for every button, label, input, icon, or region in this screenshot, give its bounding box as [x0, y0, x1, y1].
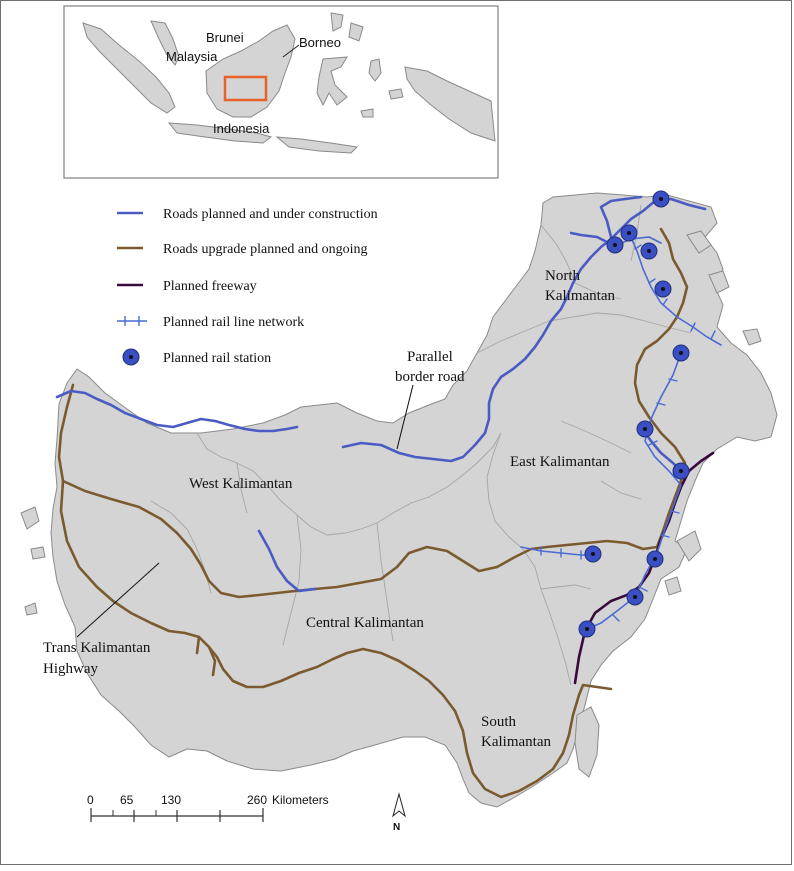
rail-station-marker [636, 420, 654, 438]
rail-station-marker [672, 344, 690, 362]
legend-label-rail-station: Planned rail station [163, 351, 271, 366]
inset-sulawesi [316, 56, 348, 107]
roads-upgrade-network [57, 227, 689, 799]
region-label-west: West Kalimantan [189, 476, 293, 492]
rail-east-coast [586, 352, 682, 630]
central-spur [195, 635, 217, 677]
legend-swatch-rail-station [122, 348, 140, 366]
northwest-border-road [55, 389, 299, 433]
region-label-central: Central Kalimantan [306, 615, 424, 631]
rail-stations [578, 190, 690, 638]
scale-tick-0: 0 [87, 793, 94, 807]
region-label-north-line1: North [545, 268, 580, 284]
rail-station-marker [626, 588, 644, 606]
trans-kalimantan-highway [61, 479, 659, 599]
inset-label-brunei: Brunei [206, 30, 244, 45]
rail-north-coast [628, 232, 722, 346]
rail-station-marker [654, 280, 672, 298]
rail-north-branch [616, 236, 662, 246]
rail-station-marker [620, 224, 638, 242]
parallel-border-road [341, 199, 657, 463]
annotation-trans-line1: Trans Kalimantan [43, 640, 151, 656]
inset-philippines [330, 12, 364, 42]
inset-borneo [205, 24, 296, 118]
north-arrow: N [392, 792, 406, 833]
west-coast-spur [57, 383, 75, 483]
scale-tick-65: 65 [120, 793, 134, 807]
kalimantan-landmass [20, 192, 778, 808]
annotation-parallel-line1: Parallel [407, 349, 453, 365]
rail-station-marker [652, 190, 670, 208]
inset-label-malaysia: Malaysia [166, 49, 218, 64]
planned-rail-network [520, 232, 722, 630]
legend: Roads planned and under construction Roa… [117, 207, 378, 366]
annotation-trans-leader [76, 562, 160, 638]
inset-highlight-box [223, 75, 268, 102]
north-arrow-icon [392, 792, 406, 818]
region-labels: North Kalimantan East Kalimantan West Ka… [189, 268, 615, 750]
scale-unit-label: Kilometers [272, 793, 329, 807]
region-label-south-line2: Kalimantan [481, 734, 551, 750]
region-label-south-line1: South [481, 714, 517, 730]
legend-label-rail-line: Planned rail line network [163, 315, 304, 330]
legend-label-roads-planned: Roads planned and under construction [163, 207, 378, 222]
rail-station-marker [584, 545, 602, 563]
inset-map: Brunei Malaysia Borneo Indonesia [63, 5, 499, 179]
east-coast-road [633, 227, 689, 549]
boundary-east-north [476, 312, 692, 354]
region-label-north-line2: Kalimantan [545, 288, 615, 304]
rail-station-marker [606, 236, 624, 254]
inset-borneo-pointer [282, 44, 300, 58]
legend-label-roads-upgrade: Roads upgrade planned and ongoing [163, 242, 368, 257]
inset-moluccas [360, 58, 404, 118]
inset-lesser-sunda [275, 136, 359, 154]
legend-label-freeway: Planned freeway [163, 279, 257, 294]
west-coast-islands [20, 506, 46, 616]
annotation-parallel-leader [396, 384, 414, 450]
region-label-east: East Kalimantan [510, 454, 610, 470]
annotation-trans-line2: Highway [43, 661, 98, 677]
scale-bar: 0 65 130 260 Kilometers [87, 793, 329, 822]
annotations: Parallel border road Trans Kalimantan Hi… [43, 349, 465, 677]
rail-station-marker [578, 620, 596, 638]
central-planned-road [257, 529, 317, 593]
laut-island [574, 706, 600, 778]
inset-label-indonesia: Indonesia [213, 121, 270, 136]
inset-java [167, 122, 273, 144]
west-coast-loop-road [59, 479, 613, 799]
rail-station-marker [640, 242, 658, 260]
rail-station-marker [646, 550, 664, 568]
inset-sumatra [82, 22, 176, 114]
boundary-west-central [196, 432, 502, 536]
rail-station-marker [672, 462, 690, 480]
scale-tick-130: 130 [161, 793, 181, 807]
boundary-central-south [522, 548, 572, 686]
province-boundaries [150, 204, 692, 686]
inset-malay-peninsula [150, 20, 180, 66]
scale-tick-260: 260 [247, 793, 267, 807]
inset-papua [404, 66, 496, 142]
boundary-central-internal [282, 514, 394, 646]
boundary-east-south [540, 584, 592, 590]
north-arrow-label: N [393, 822, 400, 833]
east-coast-islands [664, 230, 762, 596]
inset-label-borneo: Borneo [299, 35, 341, 50]
annotation-parallel-line2: border road [395, 369, 465, 385]
legend-swatch-rail-line [117, 316, 147, 326]
boundary-east-internal [560, 420, 642, 500]
boundary-central-east [486, 432, 524, 550]
